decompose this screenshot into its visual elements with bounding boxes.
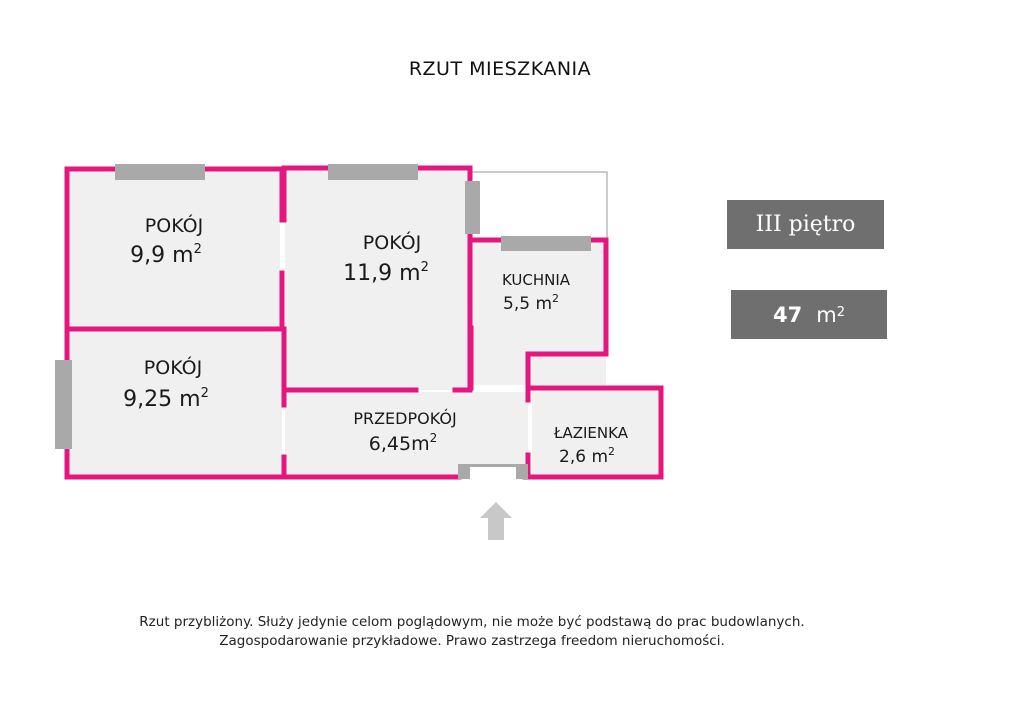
room-fill-przedpokoj [285, 392, 528, 476]
entrance-door-opening [470, 467, 516, 480]
room-name-pokoj-3: POKÓJ [144, 355, 202, 379]
room-name-pokoj-2: POKÓJ [363, 230, 421, 254]
room-area-przedpokoj: 6,45m2 [369, 431, 437, 455]
window-pokoj-2 [328, 164, 418, 180]
floor-badge: III piętro [727, 200, 884, 249]
room-fill-kuchnia [470, 240, 606, 385]
disclaimer: Rzut przybliżony. Służy jedynie celom po… [0, 613, 944, 651]
room-fill-pokoj-2 [285, 168, 470, 390]
room-fill-lazienka [532, 390, 660, 476]
room-area-lazienka: 2,6 m2 [559, 445, 615, 467]
balcony-outline [470, 171, 608, 240]
page-title: RZUT MIESZKANIA [408, 58, 592, 80]
window-pokoj-3 [55, 360, 72, 449]
room-area-kuchnia: 5,5 m2 [503, 292, 559, 314]
room-area-pokoj-2: 11,9 m2 [343, 260, 429, 286]
room-area-pokoj-1: 9,9 m2 [130, 242, 202, 268]
room-fill-pokoj-1 [67, 169, 280, 329]
window-pokoj-2-side [465, 181, 480, 234]
window-kuchnia [501, 236, 591, 251]
room-name-pokoj-1: POKÓJ [145, 213, 203, 237]
room-fill-pokoj-3 [67, 331, 282, 477]
room-name-lazienka: ŁAZIENKA [553, 424, 629, 442]
window-pokoj-1 [115, 164, 205, 180]
disclaimer-line-2: Zagospodarowanie przykładowe. Prawo zast… [219, 633, 725, 649]
disclaimer-line-1: Rzut przybliżony. Służy jedynie celom po… [139, 614, 805, 630]
room-name-kuchnia: KUCHNIA [502, 271, 571, 289]
total-area-value: 47 [773, 302, 803, 327]
wall-lazienka-outer [525, 385, 664, 480]
room-name-przedpokoj: PRZEDPOKÓJ [353, 409, 456, 428]
floor-label: III piętro [755, 212, 856, 237]
total-area-unit: m [816, 302, 837, 327]
room-area-pokoj-3: 9,25 m2 [123, 386, 209, 412]
room-fills [67, 168, 660, 477]
arrow-up-icon [480, 502, 512, 540]
room-labels: POKÓJ 9,9 m2 POKÓJ 11,9 m2 POKÓJ 9,25 m2… [123, 213, 629, 467]
total-area-unit-sup: 2 [836, 305, 845, 320]
